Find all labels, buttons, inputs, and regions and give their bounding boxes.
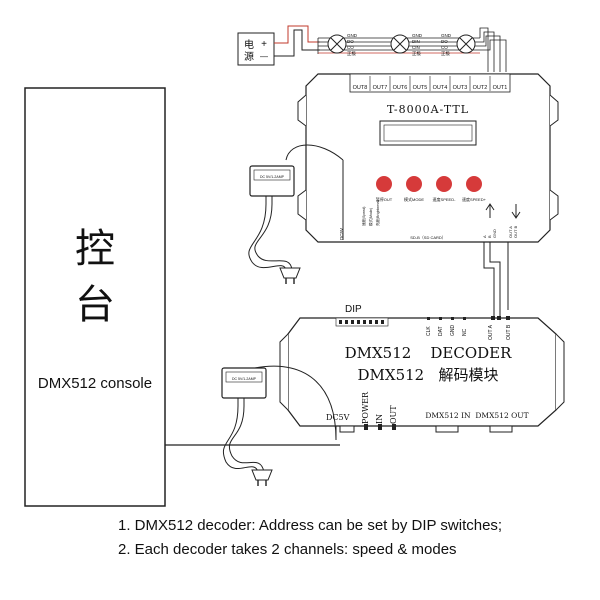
power-minus-label: — [260, 52, 268, 61]
pixel2-label-vcc: 正极 [412, 50, 421, 57]
power-wires [274, 25, 320, 57]
note-2: 2. Each decoder takes 2 channels: speed … [118, 541, 457, 558]
ctrl-out7-label: OUT7 [373, 85, 388, 91]
power-source-label-2: 源 [244, 50, 254, 63]
adapter-decoder-label: DC 5V/1-2AMP [232, 377, 257, 381]
ctrl-out2-label: OUT2 [473, 85, 488, 91]
decoder-port-clk: CLK [426, 326, 432, 336]
ctrl-port-outb: OUT B [513, 226, 518, 238]
pause-button[interactable] [376, 176, 392, 192]
console-glyph-1: 控 [75, 226, 115, 272]
pixel1-label-do: DO [347, 39, 354, 44]
ctrl-port-a: A [482, 235, 487, 238]
pixel1-label-gnd: GND [347, 33, 358, 38]
ctrl-small-label-1: 速度(Speed) [361, 207, 366, 226]
decoder-power-label: POWER [361, 391, 370, 424]
decoder-port-nc: NC [462, 328, 468, 336]
speed-down-button-label: 速度SPEED- [433, 196, 457, 202]
controller-model: T-8000A-TTL [387, 103, 469, 116]
dip-label: DIP [345, 304, 362, 315]
ctrl-out1-label: OUT1 [493, 85, 508, 91]
speed-up-button-label: 速度SPEED+ [462, 196, 487, 202]
ctrl-port-outa: OUT A [508, 226, 513, 238]
ctrl-out8-label: OUT8 [353, 85, 368, 91]
decoder-port-dat: DAT [438, 326, 444, 336]
controller-lcd [379, 120, 477, 146]
ctrl-out5-label: OUT5 [413, 85, 428, 91]
console-label: DMX512 console [38, 375, 152, 392]
pixel2-label-cin: CIN [412, 45, 420, 50]
t8000a-controller: OUT8 OUT7 OUT6 OUT5 OUT4 OUT3 OUT2 OUT1 … [297, 73, 559, 243]
ctrl-sd-label: SD-B（SD CARD） [410, 235, 446, 240]
led-pixel-strip: GND DO CO 正极 GND DIN CIN 正极 GND DO CO 正极 [317, 27, 507, 72]
ctrl-small-label-2: 模式(Mode) [368, 208, 373, 226]
power-source: 电 源 + — [237, 32, 275, 66]
pixel3-label-co: CO [441, 45, 448, 50]
controller-decoder-cables [483, 242, 509, 318]
decoder-title-line1: DMX512 DECODER [345, 344, 512, 362]
pixel3-label-gnd: GND [441, 33, 452, 38]
ctrl-port-b: B [487, 235, 492, 238]
note-1: 1. DMX512 decoder: Address can be set by… [118, 517, 503, 534]
decoder-port-gnd: GND [450, 325, 456, 337]
dmx512-console: 控 台 DMX512 console [24, 87, 166, 507]
ctrl-small-label-3: 亮度(Brightness) [375, 200, 380, 226]
decoder-port-outb: OUT B [506, 324, 512, 340]
ctrl-out4-label: OUT4 [433, 85, 448, 91]
speed-up-button[interactable] [466, 176, 482, 192]
decoder-dc5v-label: DC5V [326, 413, 350, 422]
speed-down-button[interactable] [436, 176, 452, 192]
decoder-out-label: OUT [389, 405, 398, 424]
ctrl-out3-label: OUT3 [453, 85, 468, 91]
pixel1-label-co: CO [347, 45, 354, 50]
power-source-label-1: 电 [244, 38, 254, 51]
pixel-bulb-3 [456, 34, 476, 54]
mode-button-label: 模式MODE [404, 196, 424, 202]
mode-button[interactable] [406, 176, 422, 192]
pixel-bulb-2 [390, 34, 410, 54]
decoder-in-label: IN [375, 414, 384, 424]
pixel3-label-do: DO [441, 39, 448, 44]
ctrl-out6-label: OUT6 [393, 85, 408, 91]
dip-switch-block[interactable] [335, 317, 389, 327]
decoder-dmx-out-label: DMX512 OUT [475, 411, 528, 420]
pixel1-label-vcc: 正极 [347, 50, 356, 57]
adapter-controller: DC 5V/1-2AMP [248, 144, 344, 284]
pause-button-label: 暂停OUT [376, 196, 393, 202]
pixel2-label-din: DIN [412, 39, 420, 44]
pixel2-label-gnd: GND [412, 33, 423, 38]
ctrl-dc5v-label: DC5V [339, 228, 344, 240]
ctrl-port-gnd: GND [492, 229, 497, 238]
dmx512-decoder: DIP CLK DAT GND NC OUT A OUT B [279, 304, 565, 433]
decoder-title-line2: DMX512 解码模块 [358, 366, 499, 384]
power-plus-label: + [261, 39, 267, 50]
adapter-decoder: DC 5V/1-2AMP [221, 365, 337, 486]
console-glyph-2: 台 [75, 282, 115, 328]
notes: 1. DMX512 decoder: Address can be set by… [118, 514, 502, 562]
adapter-controller-label: DC 5V/1-2AMP [260, 175, 285, 179]
decoder-dmx-in-label: DMX512 IN [425, 411, 471, 420]
pixel3-label-vcc: 正极 [441, 50, 450, 57]
decoder-port-outa: OUT A [488, 324, 494, 340]
pixel-bulb-1 [327, 34, 347, 54]
